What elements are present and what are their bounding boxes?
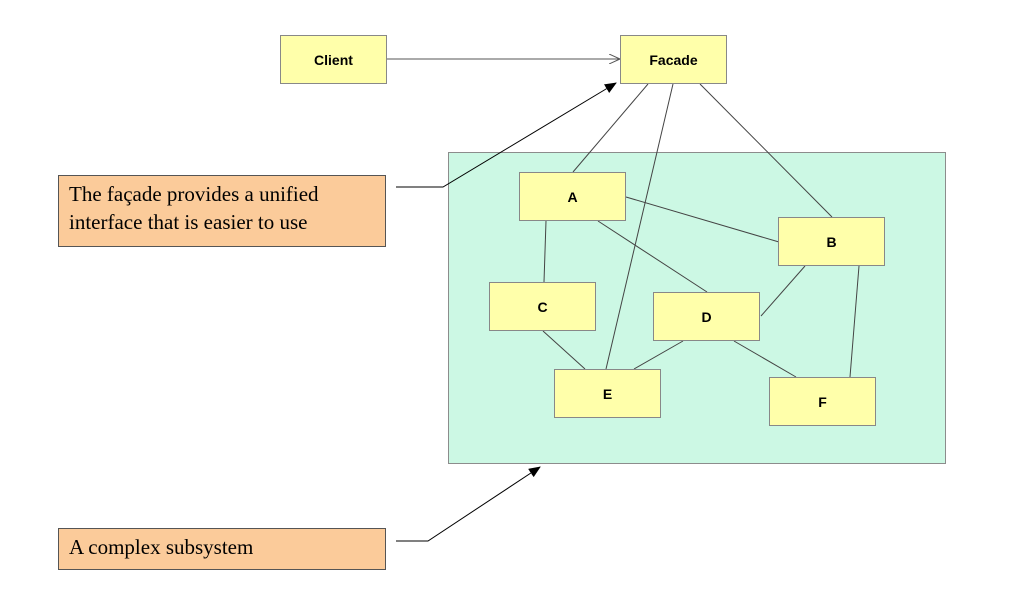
node-e: E <box>554 369 661 418</box>
a-b-link <box>625 196 780 243</box>
node-c: C <box>489 282 596 331</box>
d-f-link <box>733 340 797 378</box>
facade-note-pointer <box>396 82 617 188</box>
a-c-link <box>543 220 547 283</box>
facade-callout: The façade provides a unified interface … <box>58 175 386 247</box>
b-f-link <box>849 265 860 378</box>
facade-b-link <box>699 83 833 218</box>
b-d-link <box>760 265 806 317</box>
subsystem-note-pointer <box>396 466 541 542</box>
client-node: Client <box>280 35 387 84</box>
a-d-link <box>597 220 708 293</box>
facade-a-link <box>572 83 649 173</box>
node-d: D <box>653 292 760 341</box>
facade-node: Facade <box>620 35 727 84</box>
facade-e-link <box>605 83 674 370</box>
node-a: A <box>519 172 626 221</box>
subsystem-callout: A complex subsystem <box>58 528 386 570</box>
c-e-link <box>542 330 586 370</box>
node-f: F <box>769 377 876 426</box>
d-e-link <box>633 340 684 370</box>
node-b: B <box>778 217 885 266</box>
